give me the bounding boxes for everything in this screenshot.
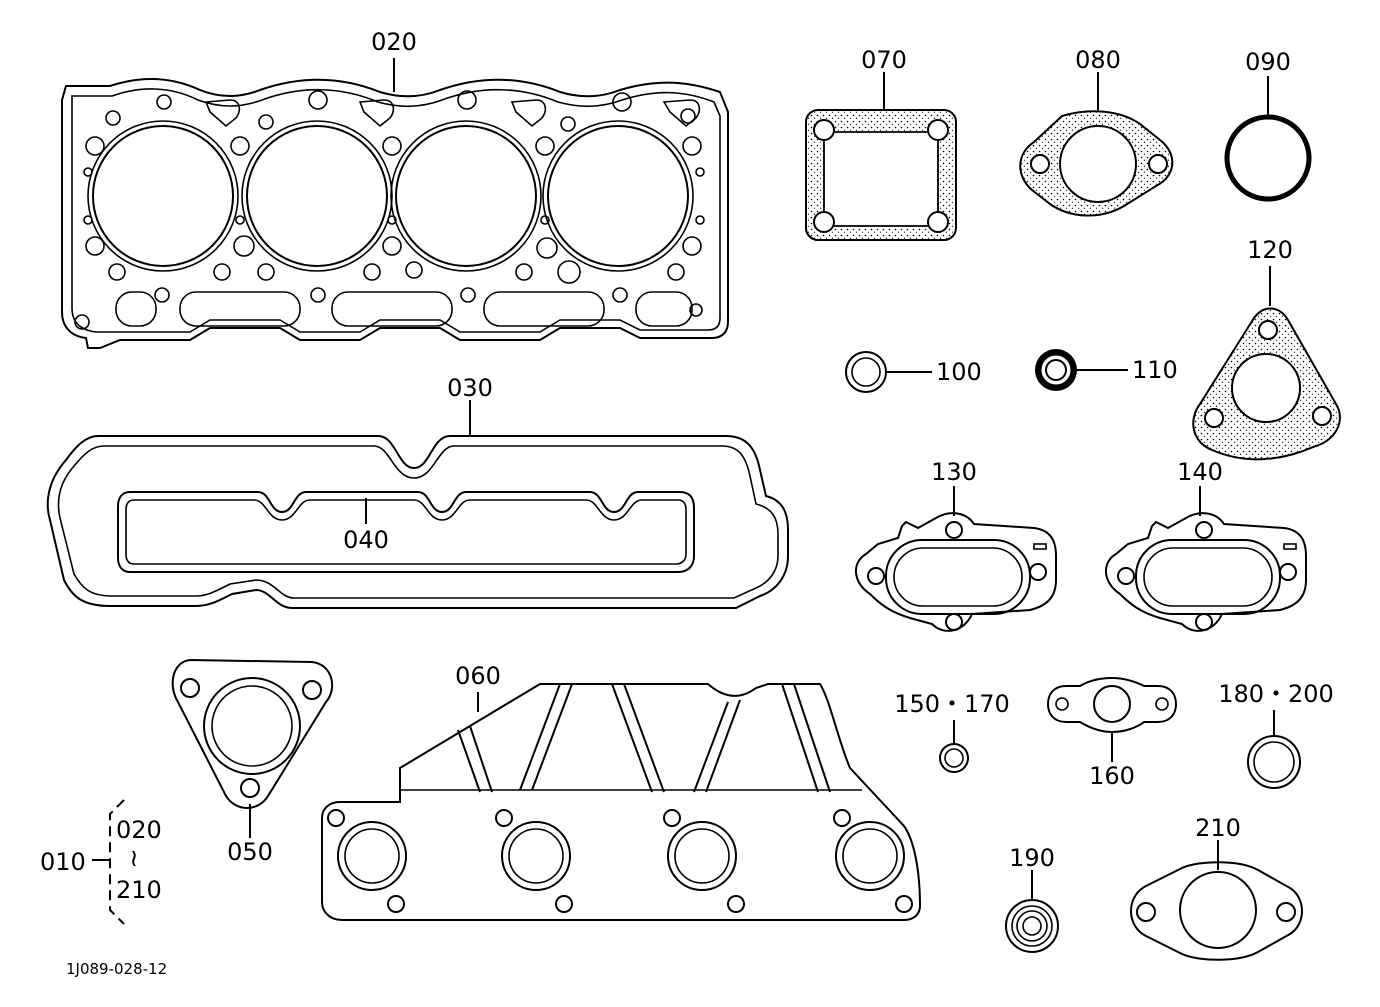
two-bolt-flange-gasket: [1019, 72, 1174, 217]
label-070: 070: [861, 46, 907, 74]
label-020: 020: [371, 28, 417, 56]
range-end-label: 210: [116, 876, 162, 904]
oil-pipe-gasket: [1046, 676, 1178, 762]
diagram-code: 1J089-028-12: [66, 960, 167, 978]
label-110: 110: [1132, 356, 1178, 384]
o-ring: [1224, 76, 1312, 202]
label-030: 030: [447, 374, 493, 402]
label-080: 080: [1075, 46, 1121, 74]
label-150-170: 150・170: [894, 690, 1010, 718]
washer: [845, 351, 932, 393]
label-160: 160: [1089, 762, 1135, 790]
label-040: 040: [343, 526, 389, 554]
range-start-label: 020: [116, 816, 162, 844]
label-060: 060: [455, 662, 501, 690]
label-130: 130: [931, 458, 977, 486]
label-050: 050: [227, 838, 273, 866]
small-washer: [939, 720, 969, 773]
label-100: 100: [936, 358, 982, 386]
label-120: 120: [1247, 236, 1293, 264]
label-090: 090: [1245, 48, 1291, 76]
copper-washer: [1247, 710, 1301, 789]
exhaust-flange-gasket: [171, 658, 334, 838]
valve-stem-seal: [1035, 349, 1128, 391]
cylinder-head-gasket: [61, 58, 729, 349]
exhaust-manifold-gasket: [321, 683, 922, 921]
label-190: 190: [1009, 844, 1055, 872]
label-140: 140: [1177, 458, 1223, 486]
label-210: 210: [1195, 814, 1241, 842]
kit-range-bracket: [92, 799, 125, 925]
label-010: 010: [40, 848, 86, 876]
square-gasket: [805, 72, 957, 241]
triangle-flange-gasket: [1192, 266, 1341, 461]
rocker-cover-inner-gasket: [117, 491, 695, 573]
label-180-200: 180・200: [1218, 680, 1334, 708]
intake-flange-gasket-a: [855, 486, 1057, 632]
cap-seal: [1005, 870, 1059, 953]
round-flange-gasket: [1130, 840, 1303, 961]
rocker-cover-gasket: [46, 400, 789, 609]
range-tilde: ≀: [130, 844, 139, 872]
intake-flange-gasket-b: [1105, 486, 1307, 632]
